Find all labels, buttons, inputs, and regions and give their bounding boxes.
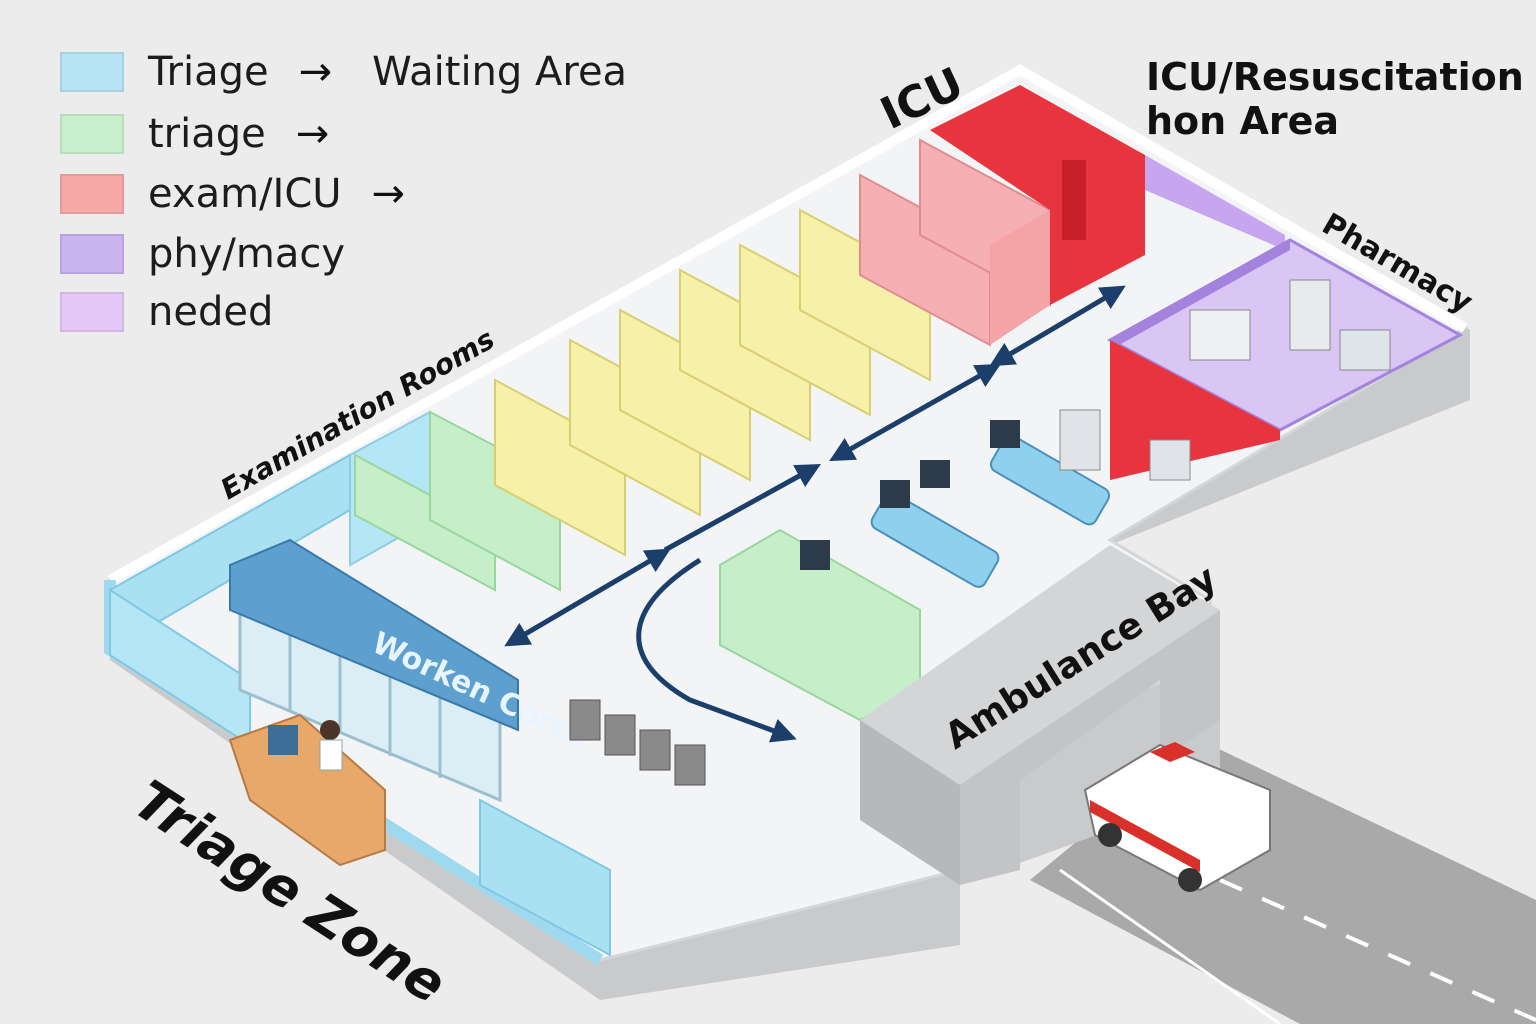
legend-item-pharmacy: phy/macy	[60, 231, 346, 277]
legend-item-neded: neded	[60, 289, 274, 335]
pharmacy-cabinet	[1289, 279, 1331, 351]
right-arrow-icon: →	[298, 49, 333, 95]
icu-resus-label-2: hon Area	[1146, 99, 1339, 143]
flow-arrows	[504, 285, 1126, 743]
pharmacy-desk	[1189, 309, 1251, 361]
wall-top	[107, 64, 1468, 585]
chair-icon	[569, 699, 601, 741]
ambulance-wheel	[1098, 823, 1122, 847]
ambulance-bay	[860, 545, 1220, 885]
road-center-dash	[1219, 878, 1536, 1022]
legend-swatch	[60, 114, 124, 154]
flow-arrow-curved	[636, 557, 797, 743]
ambulance-stripe	[1090, 800, 1200, 872]
legend-swatch	[60, 292, 124, 332]
triage-wall-front	[479, 798, 611, 957]
ambulance-body	[1083, 743, 1271, 892]
legend-swatch	[60, 52, 124, 92]
legend-swatch	[60, 234, 124, 274]
legend: Triage → Waiting Area triage → exam/ICU …	[60, 49, 760, 340]
pharmacy-room	[1106, 238, 1464, 480]
icu-room-red	[930, 85, 1145, 305]
sign-canopy	[229, 538, 519, 732]
monitor-icon	[920, 460, 950, 488]
legend-swatch	[60, 174, 124, 214]
monitor-icon	[990, 420, 1020, 448]
legend-item-triage: Triage → Waiting Area	[60, 49, 628, 95]
chair-icon	[639, 729, 671, 771]
right-arrow-icon: →	[295, 111, 330, 157]
icu-door	[1062, 160, 1086, 240]
chair-icon	[674, 744, 706, 786]
purple-strip	[1145, 155, 1285, 250]
road-line	[1059, 868, 1281, 1024]
icu-resus-label: ICU/Resuscitation	[1146, 55, 1524, 99]
icu-bed-area	[719, 409, 1191, 722]
bay-roof	[860, 545, 1220, 785]
chair-icon	[604, 714, 636, 756]
exam-rooms	[349, 85, 1285, 592]
flow-arrow	[829, 363, 1001, 462]
ventilator	[1149, 439, 1191, 481]
medical-cart	[1059, 409, 1101, 471]
legend-item-triage-2: triage →	[60, 111, 330, 157]
pharmacy-wall	[1110, 240, 1290, 350]
triage-zone: Worken Corce	[109, 453, 611, 957]
legend-label: triage	[148, 111, 266, 157]
legend-item-exam-icu: exam/ICU →	[60, 171, 406, 217]
receptionist-icon	[320, 720, 340, 740]
flow-arrow	[989, 285, 1126, 367]
monitor-icon	[268, 725, 298, 755]
receptionist-body	[319, 739, 343, 771]
legend-label: exam/ICU	[148, 171, 342, 217]
resus-wall-side	[1110, 345, 1150, 480]
monitor-icon	[880, 480, 910, 508]
bay-wall-front	[860, 720, 960, 885]
monitor-icon	[800, 540, 830, 570]
legend-label: phy/macy	[148, 231, 346, 277]
flow-arrow	[663, 463, 821, 553]
ambulance-icon	[1083, 742, 1271, 892]
legend-label: Triage	[148, 49, 269, 95]
ambulance-wheel	[1178, 868, 1202, 892]
ambulance-light	[1150, 742, 1195, 762]
flow-arrow	[504, 548, 671, 647]
right-arrow-icon: →	[371, 171, 406, 217]
legend-target: Waiting Area	[372, 49, 628, 95]
legend-label: neded	[148, 289, 274, 335]
icu-bed	[870, 492, 1000, 588]
waiting-chairs	[569, 699, 706, 786]
bay-wall-side	[960, 610, 1220, 885]
pharmacy-equipment	[1339, 329, 1391, 371]
